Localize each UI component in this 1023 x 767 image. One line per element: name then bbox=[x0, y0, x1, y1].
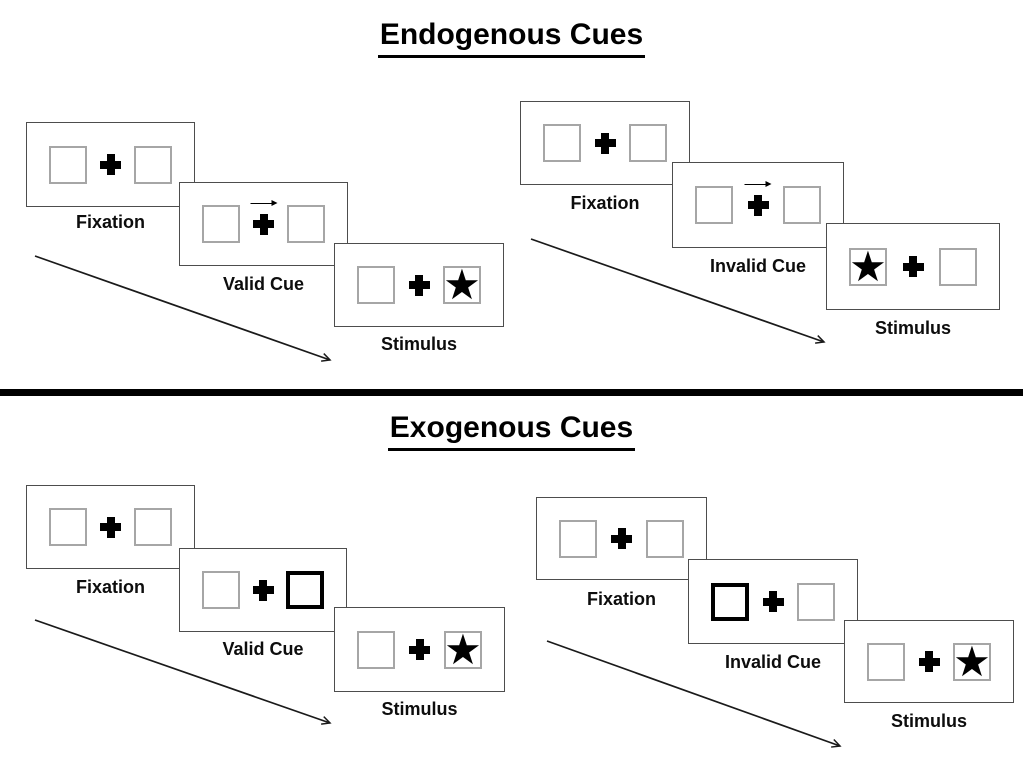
fixation-panel bbox=[520, 101, 690, 185]
right-placeholder-box bbox=[287, 205, 325, 243]
left-placeholder-box bbox=[867, 642, 905, 681]
timeline-arrow-endogenous-invalid bbox=[530, 238, 826, 344]
section-divider bbox=[0, 389, 1023, 396]
left-placeholder-box bbox=[49, 508, 87, 546]
timeline-arrow-exogenous-valid bbox=[34, 619, 332, 725]
right-stimulus-box: ★ bbox=[953, 637, 991, 685]
fixation-cross-icon bbox=[252, 579, 274, 601]
left-placeholder-box bbox=[543, 124, 581, 162]
right-placeholder-box bbox=[797, 582, 835, 621]
panel-label: Valid Cue bbox=[222, 639, 304, 659]
stimulus-panel: ★ bbox=[334, 607, 505, 692]
fixation-cross-icon bbox=[594, 132, 616, 154]
right-placeholder-box bbox=[134, 508, 172, 546]
fixation-cross-icon bbox=[409, 639, 430, 660]
right-placeholder-box bbox=[783, 186, 821, 224]
fixation-cross-icon bbox=[100, 154, 121, 175]
cue-right-arrow-icon bbox=[250, 200, 277, 208]
panel-label: Stimulus bbox=[890, 711, 967, 731]
left-placeholder-box bbox=[49, 145, 87, 184]
panel-label: Invalid Cue bbox=[724, 652, 822, 672]
panel-label: Fixation bbox=[75, 212, 145, 232]
panel-label: Fixation bbox=[75, 577, 145, 597]
star-stimulus-icon: ★ bbox=[953, 637, 991, 685]
left-stimulus-box: ★ bbox=[849, 242, 887, 290]
left-placeholder-box bbox=[357, 630, 395, 669]
cue-right-arrow-icon bbox=[744, 181, 772, 189]
endogenous-section-title: Endogenous Cues bbox=[0, 18, 1023, 58]
right-placeholder-box bbox=[646, 519, 684, 558]
right-stimulus-box: ★ bbox=[444, 625, 482, 673]
fixation-cross-icon bbox=[611, 528, 632, 549]
fixation-cross-icon bbox=[253, 213, 274, 235]
stimulus-panel: ★ bbox=[826, 223, 1000, 310]
left-placeholder-box bbox=[559, 519, 597, 558]
panel-label: Fixation bbox=[570, 193, 640, 213]
valid-cue-panel bbox=[179, 548, 347, 632]
left-placeholder-box bbox=[202, 571, 240, 609]
right-placeholder-box bbox=[134, 145, 172, 184]
star-stimulus-icon: ★ bbox=[444, 625, 482, 673]
star-stimulus-icon: ★ bbox=[443, 261, 481, 308]
panel-label: Invalid Cue bbox=[709, 256, 807, 276]
fixation-cross-icon bbox=[902, 256, 924, 277]
exogenous-section-title: Exogenous Cues bbox=[0, 411, 1023, 451]
left-placeholder-box bbox=[695, 186, 733, 224]
stimulus-panel: ★ bbox=[334, 243, 504, 327]
right-highlighted-cue-box bbox=[286, 571, 324, 609]
valid-cue-panel bbox=[179, 182, 348, 266]
stimulus-panel: ★ bbox=[844, 620, 1014, 703]
fixation-panel bbox=[26, 485, 195, 569]
right-stimulus-box: ★ bbox=[443, 261, 481, 308]
fixation-cross-icon bbox=[408, 274, 430, 296]
panel-label: Stimulus bbox=[380, 334, 457, 354]
left-highlighted-cue-box bbox=[711, 582, 749, 621]
fixation-cross-icon bbox=[100, 516, 121, 538]
fixation-cross-icon bbox=[762, 591, 784, 612]
right-placeholder-box bbox=[629, 124, 667, 162]
right-placeholder-box bbox=[939, 247, 977, 286]
panel-label: Stimulus bbox=[381, 699, 458, 719]
panel-label: Fixation bbox=[586, 589, 656, 609]
fixation-panel bbox=[26, 122, 195, 207]
panel-label: Stimulus bbox=[874, 318, 951, 338]
fixation-panel bbox=[536, 497, 707, 580]
fixation-cross-icon bbox=[747, 194, 769, 216]
left-placeholder-box bbox=[357, 266, 395, 304]
fixation-cross-icon bbox=[918, 651, 940, 672]
panel-label: Valid Cue bbox=[222, 274, 305, 294]
invalid-cue-panel bbox=[688, 559, 858, 644]
timeline-arrow-endogenous-valid bbox=[34, 255, 332, 362]
left-placeholder-box bbox=[202, 205, 240, 243]
star-stimulus-icon: ★ bbox=[849, 242, 887, 290]
invalid-cue-panel bbox=[672, 162, 844, 248]
